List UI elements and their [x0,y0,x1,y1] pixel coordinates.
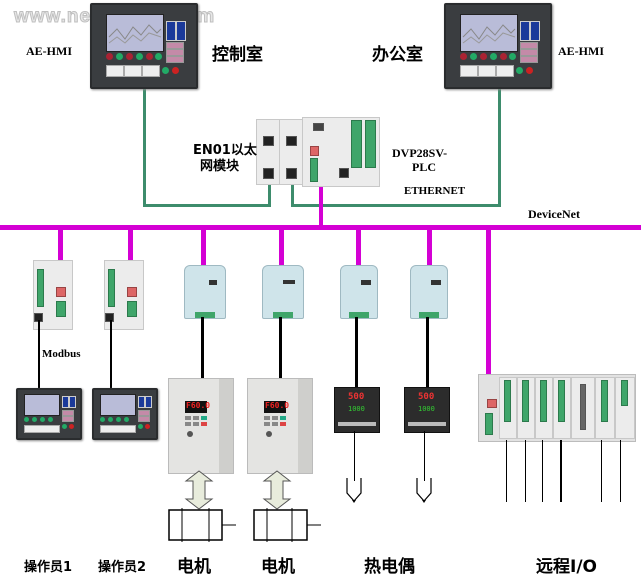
ethernet-line-right-horizontal [293,204,501,207]
plc-label: DVP28SV- PLC [392,146,447,174]
ethernet-line-left-up [268,183,271,207]
plc-label-line2: PLC [412,160,436,174]
devicenet-label: DeviceNet [528,207,580,221]
remote-io-label: 远程I/O [536,557,597,577]
tc-pv: 500 [348,392,365,402]
devicenet-drop-1 [58,228,63,260]
devicenet-drop-5 [356,228,361,266]
hmi-control-room [90,3,198,89]
operator-2-label: 操作员2 [98,560,147,575]
devicenet-drop-plc [319,184,323,228]
drive-display: F60.0 [186,401,211,410]
modbus-cable-2 [110,320,112,390]
temp-controller-2: 500 1000 [404,387,450,433]
office-label: 办公室 [372,45,423,65]
thermocouple-probe-1 [346,478,362,503]
devicenet-drop-2 [128,228,133,260]
plc-cpu [302,117,380,187]
ethernet-line-left-horizontal [143,204,271,207]
devicenet-drop-4 [279,228,284,266]
remote-io-wire-3 [542,440,543,502]
remote-io-wire-5 [601,440,602,502]
ethernet-line-left-vertical [143,86,146,207]
ethernet-label: ETHERNET [404,185,466,197]
hmi-office [444,3,552,89]
motor-2-label: 电机 [261,557,295,577]
tc-cable-2 [426,317,429,387]
drive-display: F60.0 [265,401,290,410]
plc-label-line1: DVP28SV- [392,146,448,160]
modbus-label: Modbus [42,348,81,360]
motor-1-label: 电机 [177,557,211,577]
tc-sv: 1000 [418,405,435,413]
operator-1-label: 操作员1 [24,560,73,575]
operator-hmi-2 [92,388,158,440]
hmi-screen [460,14,518,52]
ethernet-module-label-line1: EN01以太 [193,143,257,158]
left-hmi-label: AE-HMI [26,44,72,58]
devicenet-drop-7 [486,228,491,376]
operator-hmi-1 [16,388,82,440]
modbus-cable-1 [38,320,40,390]
ethernet-module-label-line2: 网模块 [200,159,240,174]
tc-sv: 1000 [348,405,365,413]
control-room-label: 控制室 [212,45,263,65]
drive-motor-arrow-1 [184,470,214,510]
devicenet-drop-3 [201,228,206,266]
vfd-drive-1: F60.0 [168,378,234,474]
devicenet-adapter-drive-1 [184,265,226,319]
modbus-gateway-1 [33,260,73,330]
remote-io-wire-1 [506,440,507,502]
drive-motor-arrow-2 [262,470,292,510]
thermocouple-label: 热电偶 [364,557,415,577]
devicenet-adapter-drive-2 [262,265,304,319]
vfd-drive-2: F60.0 [247,378,313,474]
ethernet-line-right-vertical [498,86,501,207]
ethernet-module-label: EN01以太 网模块 [193,143,257,175]
thermocouple-probe-2 [416,478,432,503]
devicenet-adapter-tc-1 [340,265,378,319]
temp-controller-1: 500 1000 [334,387,380,433]
devicenet-adapter-tc-2 [410,265,448,319]
ethernet-module-2 [279,119,303,185]
thermocouple-wire-1 [354,431,355,481]
ethernet-line-right-up [291,183,294,207]
tc-cable-1 [355,317,358,387]
ethernet-module-1 [256,119,280,185]
modbus-gateway-2 [104,260,144,330]
remote-io-wire-6 [620,440,621,502]
thermocouple-wire-2 [424,431,425,481]
drive-cable-2 [279,317,282,379]
hmi-screen [106,14,164,52]
drive-cable-1 [201,317,204,379]
right-hmi-label: AE-HMI [558,44,604,58]
motor-symbol-1 [168,508,236,542]
plc-rack [256,117,380,187]
devicenet-drop-6 [427,228,432,266]
motor-symbol-2 [253,508,321,542]
remote-io-wire-2 [525,440,526,502]
remote-io-wire-4 [560,440,562,502]
tc-pv: 500 [418,392,435,402]
remote-io-rack [478,374,636,442]
